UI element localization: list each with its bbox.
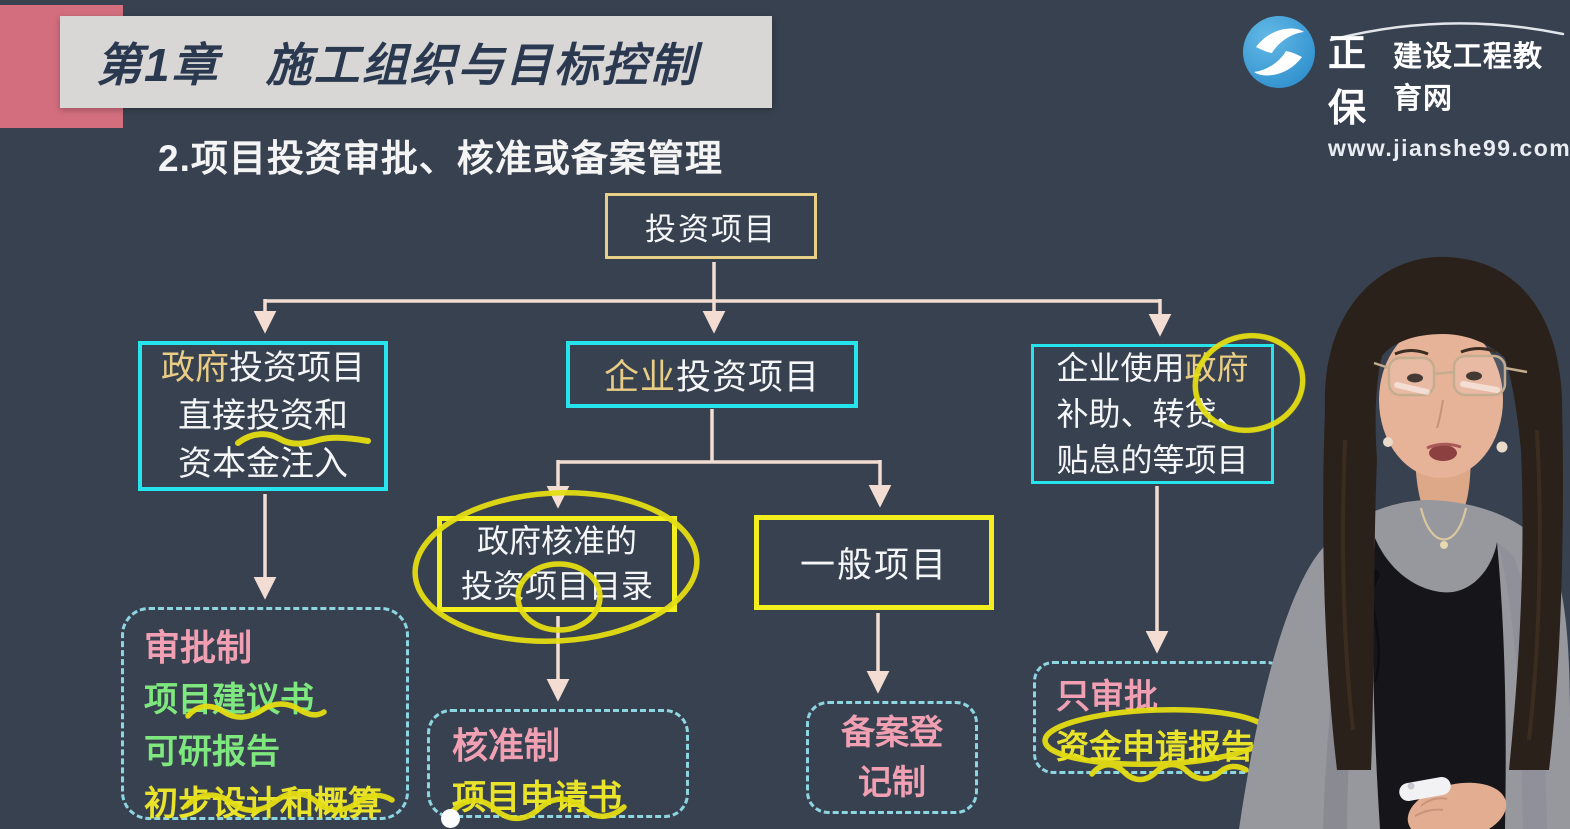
approval-item: 初步设计和概算: [144, 785, 382, 823]
filing-line: 备案登: [841, 713, 943, 752]
box-line: 企业使用政府: [1056, 345, 1248, 391]
highlight-text: 企业: [603, 358, 676, 397]
chapter-title: 施工组织与目标控制: [265, 39, 698, 91]
box-line: 资本金注入: [178, 445, 348, 483]
box-line: 投资项目目录: [460, 568, 653, 604]
brand-website: www.jianshe99.com: [1328, 135, 1570, 161]
verification-title: 核准制: [452, 725, 561, 766]
box-line: 补助、转贷、: [1056, 396, 1249, 432]
approval-item: 项目建议书: [144, 681, 314, 719]
fund-approval-title: 只审批: [1056, 678, 1158, 716]
plain-text: 投资项目: [229, 349, 365, 387]
box-line: 企业投资项目: [604, 349, 820, 400]
plain-text: 投资项目: [676, 358, 821, 397]
enterprise-investment-box: 企业投资项目: [566, 341, 858, 408]
presenter: [1239, 256, 1570, 829]
box-label: 一般项目: [799, 546, 948, 585]
presenter-clicker: [1399, 777, 1507, 829]
highlight-text: 政府: [161, 349, 229, 387]
general-project-box: 一般项目: [754, 515, 994, 610]
brand-logo: 正保 建设工程教育网 www.jianshe99.com: [1328, 22, 1570, 162]
filing-line: 记制: [858, 763, 926, 802]
government-investment-box: 政府投资项目 直接投资和 资本金注入: [138, 341, 388, 491]
investment-project-box: 投资项目: [605, 193, 817, 259]
chapter-banner: 第1章 施工组织与目标控制: [60, 16, 772, 108]
approval-title: 审批制: [144, 627, 253, 668]
approval-item: 可研报告: [144, 733, 280, 771]
pointer-dot: [441, 809, 460, 828]
approval-system-box: 审批制 项目建议书 可研报告 初步设计和概算: [121, 607, 409, 823]
filing-system-box: 备案登 记制: [806, 701, 978, 814]
logo-arc-icon: [1329, 22, 1565, 42]
logo-z-icon: [1243, 16, 1315, 88]
brand-name: 正保 建设工程教育网: [1328, 22, 1568, 132]
verification-item: 项目申请书: [452, 779, 622, 817]
plain-text: 企业使用: [1056, 350, 1185, 386]
brand-name-strong: 正保: [1328, 33, 1368, 130]
brand-name-rest: 建设工程教育网: [1393, 41, 1544, 115]
gov-approved-catalog-box: 政府核准的 投资项目目录: [437, 516, 677, 612]
box-line: 直接投资和: [178, 397, 348, 435]
section-subtitle: 2.项目投资审批、核准或备案管理: [158, 138, 723, 179]
chapter-number: 第1章: [96, 39, 220, 91]
presenter-figure: [1239, 256, 1570, 829]
box-line: 政府投资项目: [161, 344, 365, 392]
box-line: 贴息的等项目: [1056, 442, 1249, 478]
box-label: 投资项目: [645, 211, 777, 247]
box-line: 政府核准的: [476, 523, 637, 559]
verification-system-box: 核准制 项目申请书: [427, 709, 689, 818]
